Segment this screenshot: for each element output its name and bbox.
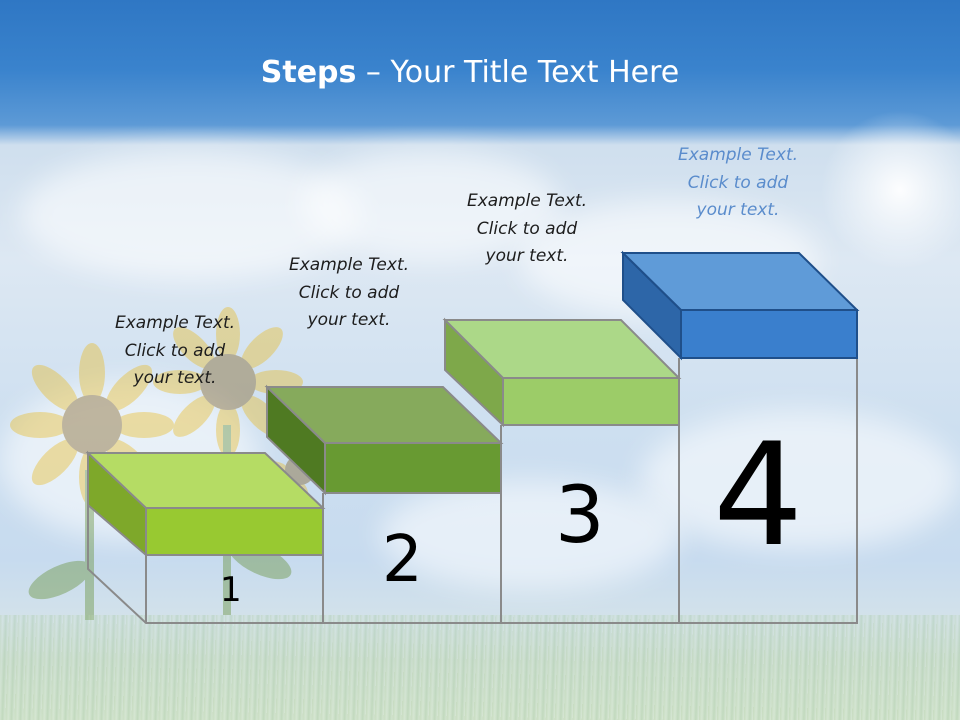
cloud bbox=[300, 150, 560, 260]
step-2-front bbox=[324, 442, 502, 494]
label-line: your text. bbox=[133, 368, 217, 388]
label-line: Example Text. bbox=[466, 191, 588, 211]
step-4-label[interactable]: Example Text. Click to add your text. bbox=[648, 142, 828, 225]
label-line: Click to add bbox=[687, 172, 789, 193]
label-line: Example Text. bbox=[288, 255, 410, 275]
label-line: Click to add bbox=[124, 340, 226, 361]
step-3-label[interactable]: Example Text. Click to add your text. bbox=[437, 188, 617, 271]
step-3-number: 3 bbox=[555, 471, 605, 561]
label-line: your text. bbox=[307, 310, 391, 330]
grass-strip bbox=[0, 615, 960, 720]
label-line: your text. bbox=[485, 246, 569, 266]
step-2-number: 2 bbox=[382, 523, 423, 597]
step-4-front bbox=[680, 309, 858, 359]
step-1-block[interactable] bbox=[85, 450, 326, 558]
cloud bbox=[640, 410, 960, 550]
title-rest: – Your Title Text Here bbox=[356, 55, 680, 90]
label-line: Example Text. bbox=[114, 313, 236, 333]
cloud bbox=[380, 480, 680, 590]
step-2-block[interactable] bbox=[264, 384, 504, 496]
step-4-number: 4 bbox=[713, 413, 804, 578]
sun-glow bbox=[820, 110, 960, 270]
step-1-number: 1 bbox=[220, 570, 242, 610]
label-line: your text. bbox=[696, 200, 780, 220]
step-1-front bbox=[145, 507, 324, 556]
label-line: Click to add bbox=[298, 282, 400, 303]
title-bold: Steps bbox=[260, 55, 357, 90]
step-3-block[interactable] bbox=[442, 317, 682, 428]
slide-title[interactable]: Steps – Your Title Text Here bbox=[0, 55, 940, 90]
step-3-front bbox=[502, 377, 680, 426]
step-1-label[interactable]: Example Text. Click to add your text. bbox=[85, 310, 265, 393]
step-4-block[interactable] bbox=[620, 250, 860, 361]
label-line: Example Text. bbox=[677, 145, 799, 165]
step-2-label[interactable]: Example Text. Click to add your text. bbox=[259, 252, 439, 335]
label-line: Click to add bbox=[476, 218, 578, 239]
